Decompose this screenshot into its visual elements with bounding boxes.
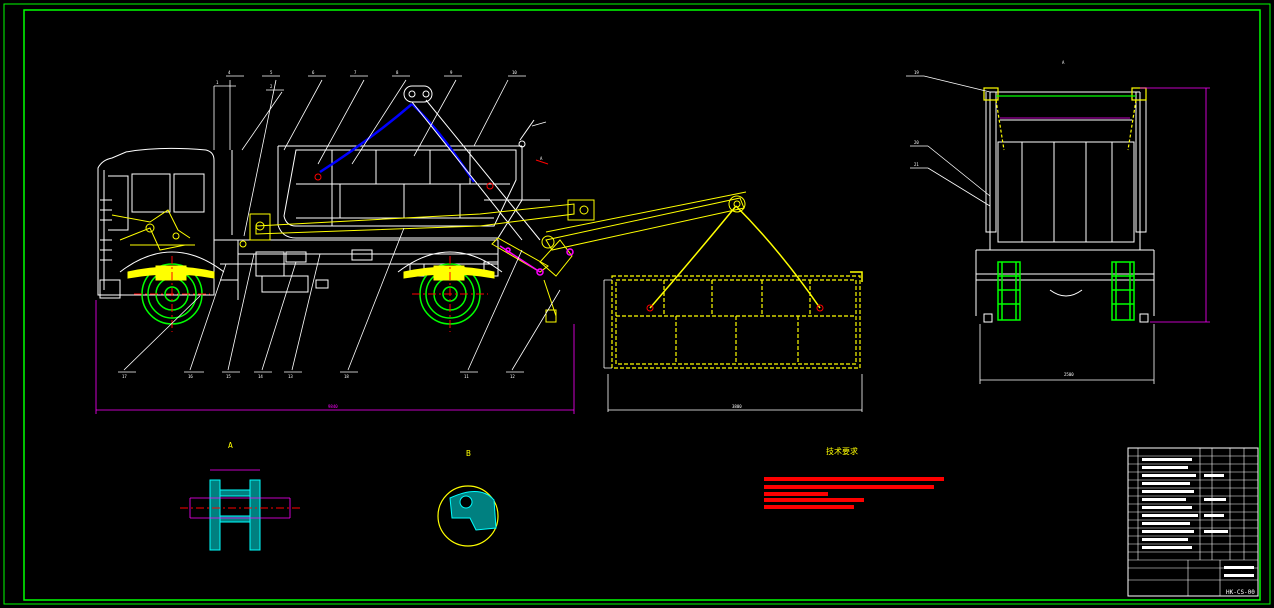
svg-text:16: 16 <box>188 374 193 379</box>
rear-view: A 2500 19 20 21 <box>906 60 1210 384</box>
svg-text:A: A <box>1062 60 1065 65</box>
svg-text:14: 14 <box>258 374 263 379</box>
svg-text:2500: 2500 <box>1064 372 1074 377</box>
drawing-frame <box>3 3 1271 605</box>
svg-text:9: 9 <box>450 70 453 75</box>
svg-text:11: 11 <box>464 374 469 379</box>
tech-req-title: 技术要求 <box>826 446 858 456</box>
svg-text:17: 17 <box>122 374 127 379</box>
svg-text:7: 7 <box>354 70 357 75</box>
technical-requirements: 技术要求 <box>764 446 944 509</box>
wheel-centerlines <box>134 256 488 332</box>
svg-text:13: 13 <box>288 374 293 379</box>
detail-a: A <box>180 441 300 551</box>
cab-linkage <box>111 209 195 251</box>
svg-text:1: 1 <box>216 80 219 85</box>
svg-text:15: 15 <box>226 374 231 379</box>
leader-lines-bottom <box>118 227 561 373</box>
svg-text:4: 4 <box>228 70 231 75</box>
part-number-labels: 4 5 6 7 8 9 10 1 2 17 16 15 14 13 18 11 12 <box>122 70 517 379</box>
svg-text:12: 12 <box>510 374 515 379</box>
svg-text:9840: 9840 <box>328 404 338 409</box>
chain-hook-left <box>314 173 322 181</box>
upper-swing-arm <box>403 85 550 241</box>
svg-text:21: 21 <box>914 162 919 167</box>
arrow-marker <box>535 159 549 165</box>
hydraulic-details <box>499 245 574 276</box>
overall-length-dimension: 9840 <box>95 300 575 414</box>
detail-a-label: A <box>228 441 233 450</box>
svg-text:5: 5 <box>270 70 273 75</box>
detail-b: B <box>437 449 499 547</box>
svg-text:20: 20 <box>914 140 919 145</box>
svg-text:3800: 3800 <box>732 404 742 409</box>
svg-text:8: 8 <box>396 70 399 75</box>
svg-text:18: 18 <box>344 374 349 379</box>
fenders <box>119 251 503 273</box>
svg-text:2: 2 <box>270 84 273 89</box>
lift-chains <box>319 103 476 183</box>
title-block: HK-CS-00 <box>1127 447 1259 597</box>
svg-text:10: 10 <box>512 70 517 75</box>
detail-b-label: B <box>466 449 471 458</box>
chain-hook-right <box>486 182 494 190</box>
svg-text:19: 19 <box>914 70 919 75</box>
view-mark-label: A <box>540 156 543 161</box>
leader-lines-top <box>213 75 547 237</box>
leaf-springs <box>127 265 495 281</box>
svg-text:6: 6 <box>312 70 315 75</box>
lifting-arm-assembly <box>239 191 747 323</box>
drawing-number: HK-CS-00 <box>1226 589 1255 596</box>
skip-container <box>277 145 523 239</box>
raised-container-view: 3800 <box>603 205 863 412</box>
